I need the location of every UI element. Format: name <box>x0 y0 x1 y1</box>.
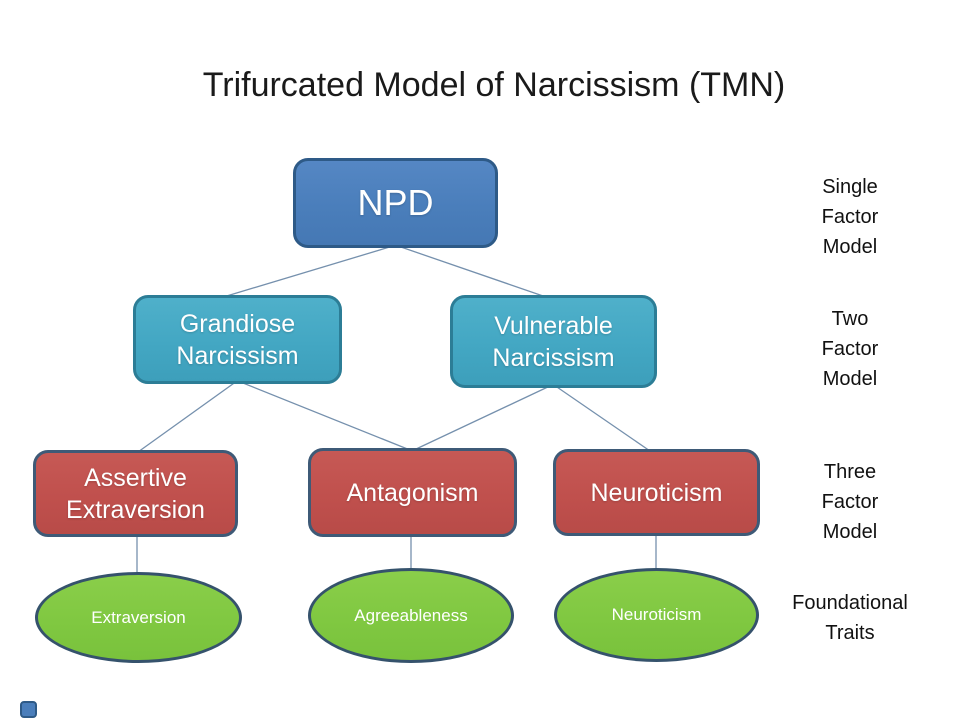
node-neuroticism: Neuroticism <box>553 449 760 536</box>
node-antagonism-label: Antagonism <box>346 478 479 507</box>
label-two-factor-model: Two Factor Model <box>821 308 879 390</box>
label-single-factor-model: Single Factor Model <box>821 176 879 258</box>
node-grandiose-narcissism: Grandiose Narcissism <box>133 295 342 384</box>
node-trait-agreeableness-label: Agreeableness <box>354 605 468 625</box>
node-trait-extraversion: Extraversion <box>35 572 242 663</box>
node-neuroticism-label: Neuroticism <box>590 478 723 507</box>
connector-line <box>137 380 238 453</box>
node-npd-label: NPD <box>357 181 434 223</box>
corner-shape <box>20 701 37 718</box>
connector-line <box>413 384 553 451</box>
node-trait-neuroticism: Neuroticism <box>554 568 759 662</box>
node-assertive-extraversion-label: Assertive Extraversion <box>66 463 205 524</box>
page-title: Trifurcated Model of Narcissism (TMN) <box>202 66 786 104</box>
label-three-factor-model: Three Factor Model <box>821 461 879 543</box>
connector-line <box>397 245 547 298</box>
node-trait-agreeableness: Agreeableness <box>308 568 514 663</box>
node-antagonism: Antagonism <box>308 448 517 537</box>
label-foundational-traits: Foundational Traits <box>792 592 908 644</box>
node-vulnerable-narcissism: Vulnerable Narcissism <box>450 295 657 388</box>
node-npd: NPD <box>293 158 498 248</box>
connector-line <box>219 245 394 299</box>
node-assertive-extraversion: Assertive Extraversion <box>33 450 238 537</box>
node-trait-neuroticism-label: Neuroticism <box>611 605 702 625</box>
node-vulnerable-narcissism-label: Vulnerable Narcissism <box>492 311 615 372</box>
node-trait-extraversion-label: Extraversion <box>91 607 186 627</box>
connector-line <box>237 380 411 451</box>
connector-line <box>553 384 651 452</box>
node-grandiose-narcissism-label: Grandiose Narcissism <box>176 309 299 370</box>
